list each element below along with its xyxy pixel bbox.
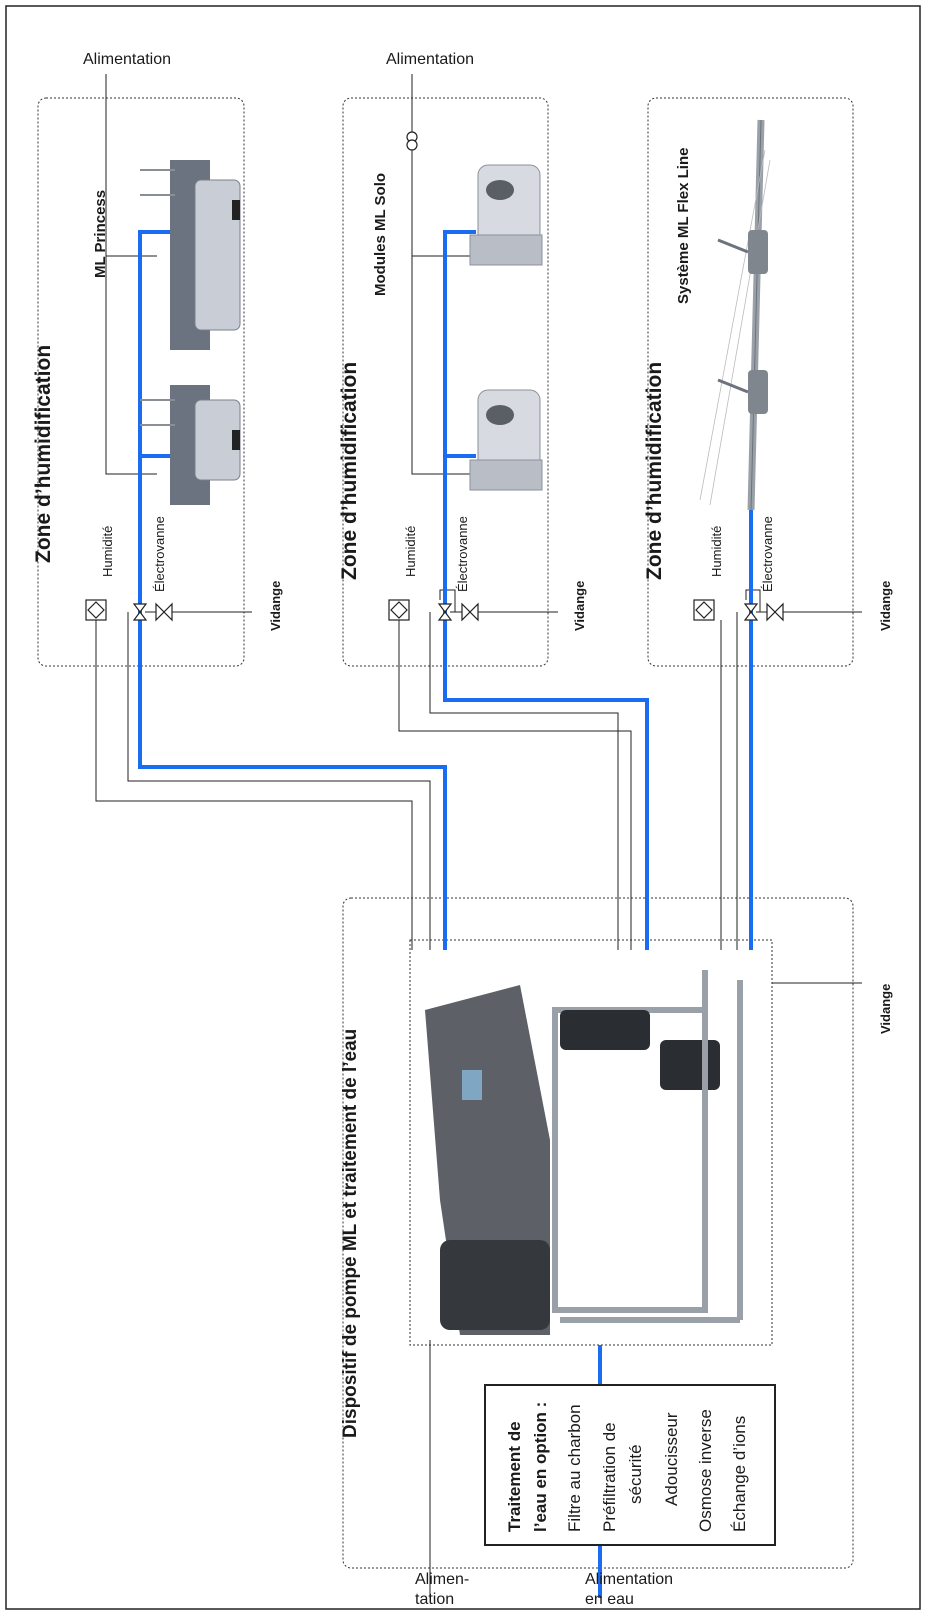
humidity-sensor-icon <box>693 599 715 621</box>
zone-title-flexline: Zone d’humidification <box>643 362 666 580</box>
alimentation-bottom-2: tation <box>415 1591 454 1608</box>
vidange-label-pump: Vidange <box>878 984 893 1034</box>
drain-valve-icon <box>766 602 784 622</box>
treatment-box <box>484 1384 776 1546</box>
ml-solo-module <box>469 389 543 491</box>
alimentation-bottom-1: Alimen- <box>415 1571 469 1588</box>
pump-device-box <box>409 939 773 1346</box>
humidite-label-princess: Humidité <box>100 526 115 577</box>
vidange-label-flexline: Vidange <box>878 581 893 631</box>
humidity-line-princess <box>95 620 413 950</box>
solenoid-valve-icon <box>437 603 453 621</box>
humidity-line-solo <box>398 620 632 950</box>
treatment-item: Échange d’ions <box>730 1416 749 1532</box>
outer-frame <box>5 5 921 1610</box>
drain-valve-icon <box>461 602 479 622</box>
vidange-label-princess: Vidange <box>268 581 283 631</box>
vidange-label-solo: Vidange <box>572 581 587 631</box>
humidite-label-flexline: Humidité <box>709 526 724 577</box>
humidite-label-solo: Humidité <box>403 526 418 577</box>
humidity-sensor-icon <box>85 599 107 621</box>
electrovanne-label-princess: Électrovanne <box>152 516 167 592</box>
power-line-princess <box>105 74 157 475</box>
alimentation-label-2: Alimentation <box>386 51 474 68</box>
treatment-item: Osmose inverse <box>696 1409 715 1532</box>
ml-princess-unit <box>140 385 241 505</box>
electrovanne-label-flexline: Électrovanne <box>760 516 775 592</box>
pressure-switch-icon <box>406 131 418 151</box>
valve-line-princess <box>127 612 431 950</box>
ml-flex-line-rail <box>699 119 771 511</box>
treatment-title-1: Traitement de <box>505 1421 524 1532</box>
pump-title: Dispositif de pompe ML et traitement de … <box>340 1029 361 1438</box>
solenoid-valve-icon <box>132 603 148 621</box>
water-line-solo[interactable] <box>443 230 649 950</box>
pump-zone-box <box>342 897 854 1569</box>
drain-valve-icon <box>155 602 173 622</box>
humidity-sensor-icon <box>388 599 410 621</box>
zone-title-solo: Zone d’humidification <box>338 362 361 580</box>
water-supply-label-2: en eau <box>585 1591 634 1608</box>
treatment-item: sécurité <box>626 1444 645 1504</box>
treatment-title-2: l’eau en option : <box>531 1402 550 1532</box>
valve-line-solo <box>429 612 619 950</box>
solenoid-valve-icon <box>743 603 759 621</box>
water-supply-label-1: Alimentation <box>585 1571 673 1588</box>
power-line-solo <box>411 74 470 475</box>
water-line-princess[interactable] <box>138 230 447 950</box>
ml-solo-module <box>469 164 543 266</box>
treatment-item: Filtre au charbon <box>565 1404 584 1532</box>
pump-station-unit <box>425 970 743 1335</box>
alimentation-label-1: Alimentation <box>83 51 171 68</box>
treatment-item: Préfiltration de <box>600 1422 619 1532</box>
product-princess: ML Princess <box>92 190 109 278</box>
bypass-solo <box>439 589 456 612</box>
ml-princess-unit <box>140 160 241 350</box>
product-solo: Modules ML Solo <box>372 173 389 296</box>
product-flexline: Système ML Flex Line <box>675 148 692 304</box>
zone-title-princess: Zone d’humidification <box>32 345 55 563</box>
electrovanne-label-solo: Électrovanne <box>455 516 470 592</box>
treatment-item: Adoucisseur <box>662 1412 681 1506</box>
